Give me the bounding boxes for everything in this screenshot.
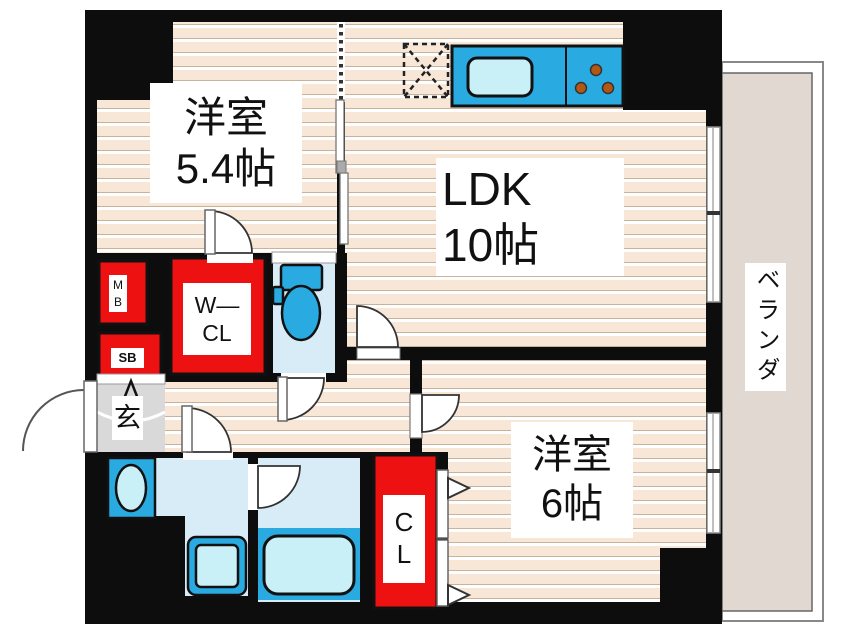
wall-top [85, 10, 722, 22]
toilet-icon [271, 263, 324, 342]
wall-top-right-block [623, 10, 722, 110]
walk-in-closet-label-line2: CL [202, 320, 232, 346]
walk-in-closet-door [204, 209, 253, 255]
entrance-door [22, 380, 98, 453]
ldk-window [706, 126, 721, 303]
washroom-door-gap [183, 452, 233, 460]
bedroom1-label: 洋室 5.4帖 [150, 83, 302, 203]
washroom-corner-wall [108, 516, 185, 596]
bedroom2-size: 6帖 [540, 482, 604, 526]
walk-in-closet-door-gap [207, 253, 253, 263]
bedroom2-window [706, 412, 721, 534]
bathtub-icon [258, 528, 360, 600]
kitchen [450, 44, 625, 108]
balcony-label: ベランダ [745, 263, 786, 391]
bedroom1-name: 洋室 [183, 93, 268, 141]
toilet-top-shelf [271, 251, 337, 264]
refrigerator-space-icon [402, 42, 450, 99]
ldk-door [356, 305, 401, 360]
meter-box-label-line2: B [113, 294, 122, 309]
ldk-name: LDK [442, 162, 532, 215]
meter-box-label-line1: M [113, 278, 123, 293]
wall-ldk-bottom [345, 347, 722, 360]
washroom-door [181, 405, 232, 453]
bathroom-door-gap [248, 464, 258, 510]
closet-folding-doors [436, 469, 472, 607]
bathroom-door [257, 465, 301, 509]
wall-bottom [85, 602, 722, 624]
windows [706, 126, 721, 534]
kitchen-sink [466, 56, 534, 98]
washing-machine-icon [186, 535, 248, 597]
ldk-label: LDK 10帖 [436, 158, 624, 276]
walk-in-closet-label: W— CL [183, 283, 251, 355]
closet-label-line1: C [394, 507, 414, 538]
bedroom2-door [409, 393, 460, 439]
washbasin-icon [106, 456, 157, 520]
corridor-floor-ext [347, 358, 422, 382]
walk-in-closet-label-line1: W— [194, 291, 240, 318]
entrance-label: 玄 [112, 396, 143, 440]
doors [22, 22, 472, 607]
shoe-box-label: SB [111, 348, 144, 368]
closet-label-line2: L [396, 539, 412, 569]
stove-burners-icon [574, 63, 615, 95]
ldk-size: 10帖 [442, 219, 540, 271]
closet-label: C L [383, 495, 425, 583]
bedroom1-size: 5.4帖 [175, 145, 277, 192]
bedroom2-name: 洋室 [532, 433, 612, 478]
toilet-door [277, 373, 326, 422]
meter-box-label: M B [109, 275, 127, 312]
sliding-partition [335, 22, 349, 245]
bedroom2-label: 洋室 6帖 [511, 422, 633, 538]
